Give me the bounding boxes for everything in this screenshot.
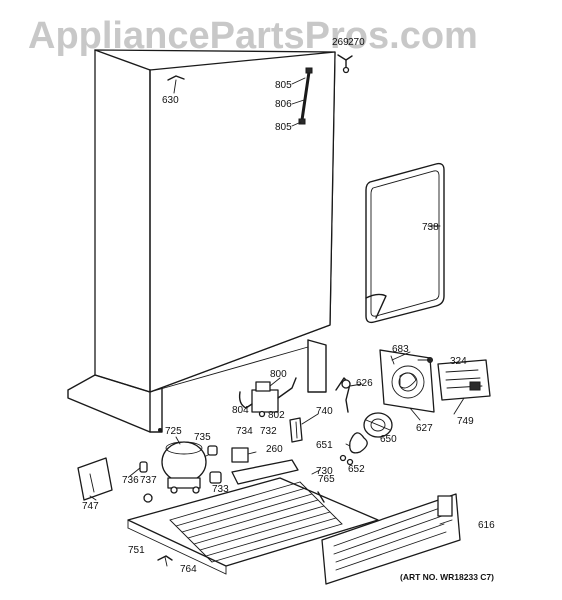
part-736-737 — [139, 461, 153, 503]
callout-730: 730 — [316, 466, 333, 477]
callout-270: 270 — [348, 37, 365, 48]
callout-269: 269 — [332, 37, 349, 48]
part-765 — [317, 491, 325, 503]
callout-683: 683 — [392, 344, 409, 355]
callout-736: 736 — [122, 475, 139, 486]
part-734-relay — [231, 447, 257, 463]
callout-749: 749 — [457, 416, 474, 427]
part-269-270 — [337, 54, 353, 74]
part-616-grille — [321, 493, 461, 585]
part-800-valve — [238, 377, 297, 418]
callout-324: 324 — [450, 356, 467, 367]
part-738-frame — [365, 162, 445, 324]
callout-764: 764 — [180, 564, 197, 575]
callout-765: 765 — [318, 474, 335, 485]
part-740 — [289, 417, 303, 443]
part-751-base-pan — [127, 477, 379, 575]
callout-740: 740 — [316, 406, 333, 417]
part-627-fan-shroud — [379, 349, 435, 413]
part-651-652-fan-blade — [339, 432, 368, 466]
callout-630: 630 — [162, 95, 179, 106]
callout-804: 804 — [232, 405, 249, 416]
callout-737: 737 — [140, 475, 157, 486]
part-733 — [209, 471, 222, 484]
callout-800: 800 — [270, 369, 287, 380]
part-730-condenser — [169, 481, 343, 563]
callout-733: 733 — [212, 484, 229, 495]
refrigerator-cabinet — [67, 49, 336, 433]
part-260 — [231, 459, 299, 485]
callout-616: 616 — [478, 520, 495, 531]
callout-650: 650 — [380, 434, 397, 445]
callout-725: 725 — [165, 426, 182, 437]
callout-651: 651 — [316, 440, 333, 451]
callout-802: 802 — [268, 410, 285, 421]
callout-735: 735 — [194, 432, 211, 443]
callout-734: 734 — [236, 426, 253, 437]
part-735 — [207, 445, 218, 456]
callout-labels: 630 805 806 805 269 270 738 683 324 800 … — [82, 37, 495, 575]
callout-806: 806 — [275, 99, 292, 110]
callout-732: 732 — [260, 426, 277, 437]
part-749-board — [437, 359, 491, 401]
part-764 — [157, 555, 173, 567]
leader-lines — [89, 77, 465, 525]
callout-652: 652 — [348, 464, 365, 475]
part-725-compressor — [161, 441, 215, 494]
callout-627: 627 — [416, 423, 433, 434]
callout-626: 626 — [356, 378, 373, 389]
callout-738: 738 — [422, 222, 439, 233]
part-630 — [167, 75, 185, 94]
part-806-tube — [298, 67, 313, 125]
callout-751: 751 — [128, 545, 145, 556]
part-626 — [335, 377, 351, 413]
callout-805-lower: 805 — [275, 122, 292, 133]
part-747-bracket — [77, 457, 113, 501]
callout-747: 747 — [82, 501, 99, 512]
callout-260: 260 — [266, 444, 283, 455]
part-650-fan-motor — [363, 412, 393, 438]
callout-805: 805 — [275, 80, 292, 91]
art-number: (ART NO. WR18233 C7) — [400, 572, 494, 582]
